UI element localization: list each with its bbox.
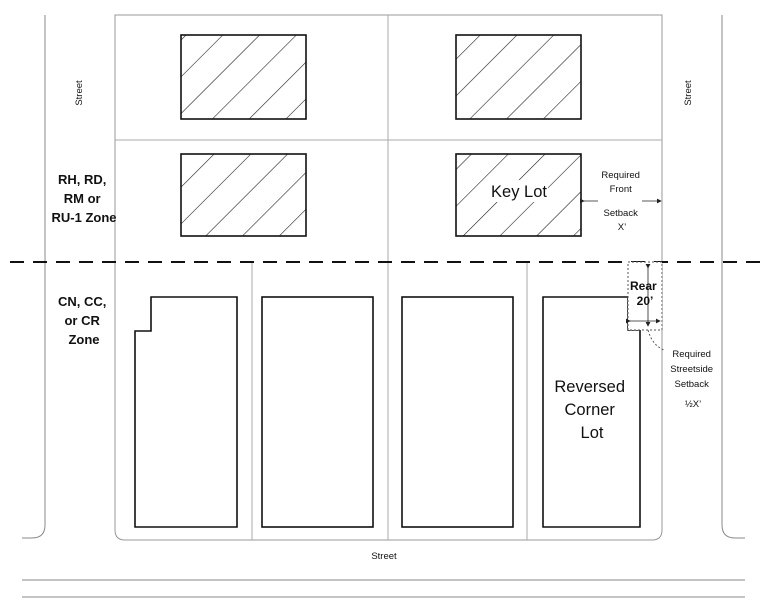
reversed-corner-lot-label: Reversed Corner Lot [554,378,629,442]
front-setback-label-group: Required Front Setback X’ [598,168,642,236]
building-upper-left-1 [180,34,307,120]
rear-setback-label: Rear 20’ [630,279,660,308]
street-label-bottom: Street [371,551,397,562]
left-street-curb [22,15,46,539]
street-label-left: Street [74,80,85,106]
streetside-setback-label: Required Streetside Setback ½X’ [670,349,715,410]
key-lot-label: Key Lot [491,183,547,201]
street-label-right: Street [683,80,694,106]
building-lower-2 [261,296,374,528]
front-setback-label: Required Front Setback X’ [601,170,642,233]
streetside-leader-line [647,329,665,351]
building-upper-left-2 [180,153,307,237]
building-lower-3 [401,296,514,528]
block-outline [114,14,663,541]
zone-label-upper: RH, RD, RM or RU-1 Zone [52,172,117,225]
zone-label-lower: CN, CC, or CR Zone [58,294,110,347]
building-upper-right-1 [455,34,582,120]
key-lot-label-bg [492,180,548,202]
building-lower-1 [134,296,238,528]
right-street-curb [721,15,745,539]
building-key-lot [455,153,582,237]
